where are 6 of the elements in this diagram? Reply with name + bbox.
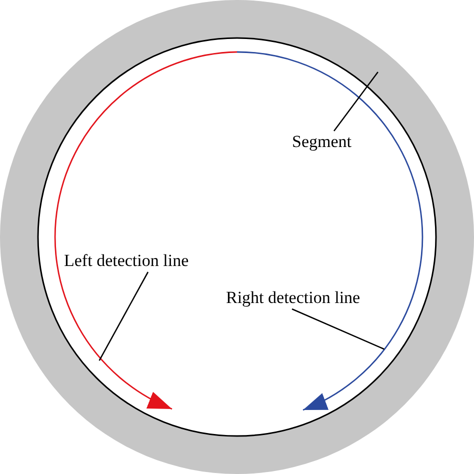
callout-label: Segment — [292, 131, 352, 153]
callout-label: Left detection line — [64, 250, 189, 272]
leader-line — [292, 308, 384, 350]
leader-line — [98, 272, 149, 361]
leader-line — [333, 72, 378, 132]
callout-label: Right detection line — [226, 287, 360, 309]
